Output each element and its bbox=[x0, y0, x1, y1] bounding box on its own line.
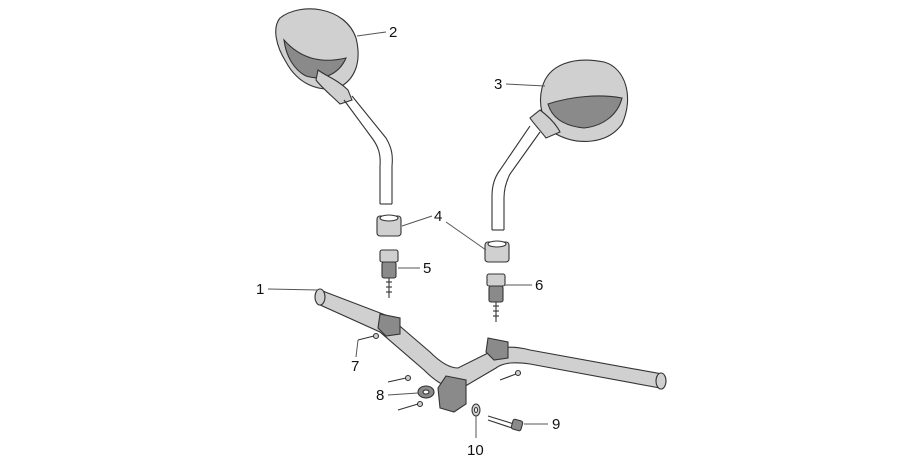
callout-10: 10 bbox=[467, 442, 484, 457]
callout-2: 2 bbox=[389, 24, 397, 41]
leader-lines bbox=[267, 31, 548, 438]
adapter-bolt-right bbox=[486, 273, 506, 322]
callout-6: 6 bbox=[535, 277, 543, 294]
callout-8: 8 bbox=[376, 387, 384, 404]
callout-7: 7 bbox=[351, 358, 359, 375]
callouts: 1 2 3 4 5 6 7 8 9 10 bbox=[256, 24, 560, 457]
washer-10 bbox=[471, 403, 481, 417]
callout-3: 3 bbox=[494, 76, 502, 93]
adapter-bolt-left bbox=[379, 249, 399, 298]
bushing-8 bbox=[417, 385, 435, 399]
callout-1: 1 bbox=[256, 281, 264, 298]
callout-9: 9 bbox=[552, 416, 560, 433]
right-mirror bbox=[491, 59, 629, 231]
bolt-9 bbox=[487, 415, 524, 432]
screws-7 bbox=[357, 332, 522, 411]
callout-4: 4 bbox=[434, 208, 442, 225]
left-mirror bbox=[275, 8, 393, 205]
callout-5: 5 bbox=[423, 260, 431, 277]
spacer-left bbox=[376, 214, 402, 237]
spacer-right bbox=[484, 240, 510, 263]
handlebar bbox=[314, 288, 667, 413]
